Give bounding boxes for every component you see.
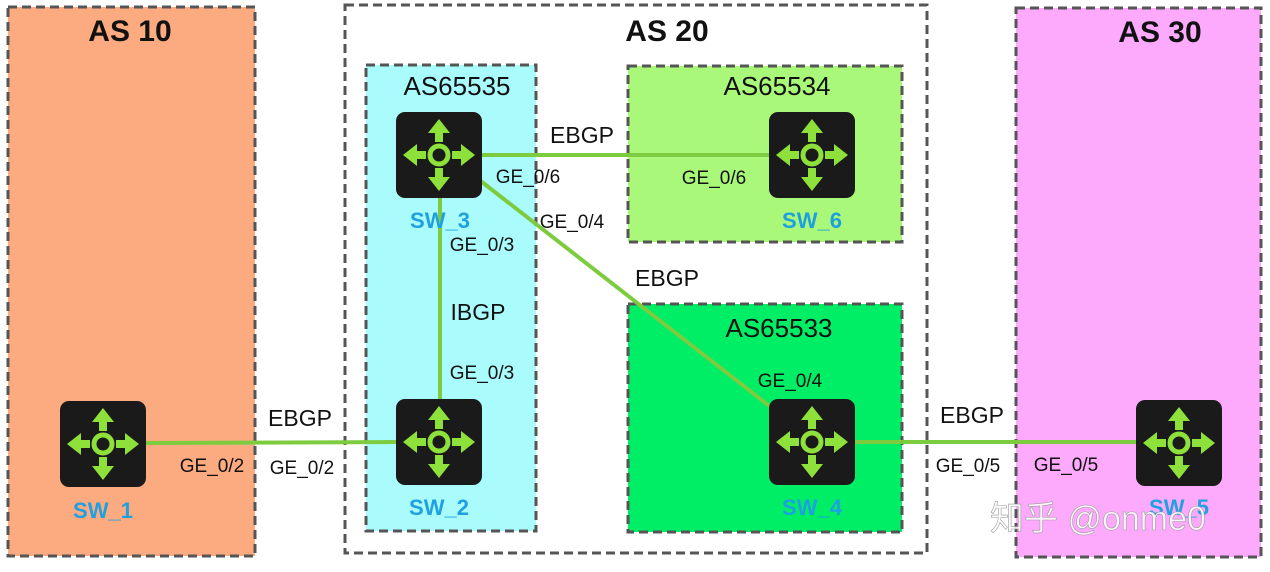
device-body (396, 112, 482, 198)
device-sw6-name: SW_6 (782, 208, 842, 233)
device-sw5[interactable] (1136, 400, 1222, 486)
as30-label: AS 30 (1118, 16, 1201, 49)
sw2-port-label-left: GE_0/2 (270, 458, 334, 479)
router-icon (403, 119, 475, 191)
sw5-port-label: GE_0/5 (1034, 455, 1098, 476)
device-sw4[interactable] (769, 399, 855, 485)
device-sw3-name: SW_3 (410, 208, 470, 233)
device-sw3[interactable] (396, 112, 482, 198)
device-body (769, 399, 855, 485)
link-sw1-sw2-protocol: EBGP (268, 405, 332, 431)
sw3-port-label-diagonal: GE_0/4 (540, 212, 605, 233)
device-sw2[interactable] (396, 399, 482, 485)
router-icon (1143, 407, 1215, 479)
link-sw3-sw2-protocol: IBGP (451, 299, 506, 325)
link-sw3-sw6-protocol: EBGP (550, 122, 614, 148)
device-body (1136, 400, 1222, 486)
as65534-label: AS65534 (724, 71, 831, 101)
as65533-area (626, 302, 904, 534)
device-sw2-name: SW_2 (409, 495, 469, 520)
device-body (396, 399, 482, 485)
sw2-port-label-top: GE_0/3 (450, 363, 514, 384)
sw6-port-label: GE_0/6 (682, 168, 746, 189)
link-sw3-sw4-protocol: EBGP (635, 265, 699, 291)
device-sw6[interactable] (769, 112, 855, 198)
device-sw5-name: SW_5 (1149, 495, 1209, 520)
sw4-port-label-right: GE_0/5 (936, 456, 1000, 477)
as65533-label: AS65533 (726, 313, 833, 343)
router-icon (776, 119, 848, 191)
link-sw1-sw2 (144, 440, 400, 445)
sw3-port-label-right: GE_0/6 (496, 167, 560, 188)
router-icon (67, 408, 139, 480)
device-sw4-name: SW_4 (782, 495, 843, 520)
device-sw1[interactable] (60, 401, 146, 487)
link-sw4-sw5-protocol: EBGP (940, 402, 1004, 428)
sw1-port-label: GE_0/2 (180, 456, 244, 477)
sw4-port-label-top: GE_0/4 (758, 371, 823, 392)
as20-label: AS 20 (625, 15, 708, 48)
device-sw1-name: SW_1 (73, 498, 133, 523)
as65535-label: AS65535 (404, 71, 511, 101)
as10-label: AS 10 (88, 15, 171, 48)
router-icon (776, 406, 848, 478)
link-sw3-sw4 (480, 180, 774, 410)
device-body (60, 401, 146, 487)
device-body (769, 112, 855, 198)
router-icon (403, 406, 475, 478)
watermark: 知乎 @onme0 (990, 500, 1206, 538)
sw3-port-label-bottom: GE_0/3 (450, 235, 514, 256)
